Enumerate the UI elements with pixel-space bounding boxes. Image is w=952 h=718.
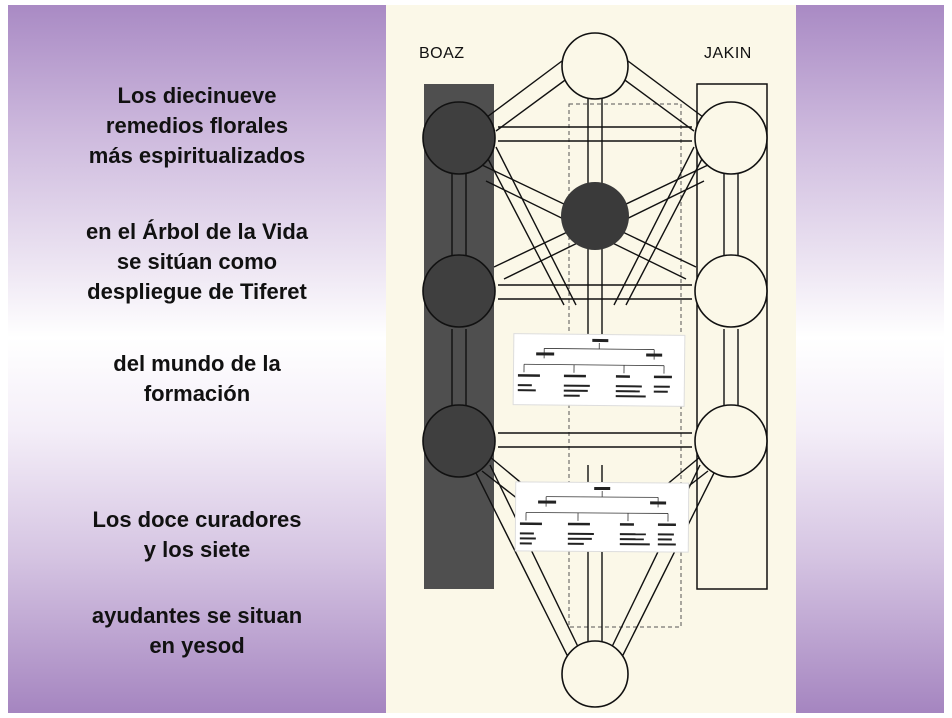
paragraph-arbol: en el Árbol de la Vida se sitúan como de… [85, 219, 309, 304]
tree-of-life-drawing [422, 32, 768, 708]
sephira-netzach [694, 404, 768, 478]
doc-snippet-upper [513, 334, 685, 406]
sephira-chokmah [694, 101, 768, 175]
jakin-pillar [696, 83, 768, 590]
sephira-daat [561, 182, 629, 250]
paragraph-remedios: Los diecinueve remedios florales más esp… [88, 83, 306, 168]
text-column: Los diecinueve remedios florales más esp… [8, 5, 386, 713]
paragraph-curadores: Los doce curadores y los siete [92, 507, 302, 562]
paragraph-ayudantes: ayudantes se situan en yesod [91, 603, 303, 658]
slide: Los diecinueve remedios florales más esp… [8, 5, 944, 713]
sephira-binah [422, 101, 496, 175]
doc-snippet-lower [515, 482, 689, 552]
label-boaz: BOAZ [419, 45, 465, 62]
doc-snippet-lower-drawing [519, 486, 676, 546]
sephira-chesed [694, 254, 768, 328]
tree-of-life-diagram: BOAZ JAKIN [386, 5, 796, 713]
sephira-hod [422, 404, 496, 478]
paragraph-mundo: del mundo de la formación [113, 351, 281, 406]
doc-snippet-upper-drawing [517, 338, 672, 398]
label-jakin: JAKIN [704, 45, 752, 62]
sephiroth [422, 32, 768, 708]
sephira-malkuth [561, 640, 629, 708]
sephira-keter [561, 32, 629, 100]
sephira-geburah [422, 254, 496, 328]
